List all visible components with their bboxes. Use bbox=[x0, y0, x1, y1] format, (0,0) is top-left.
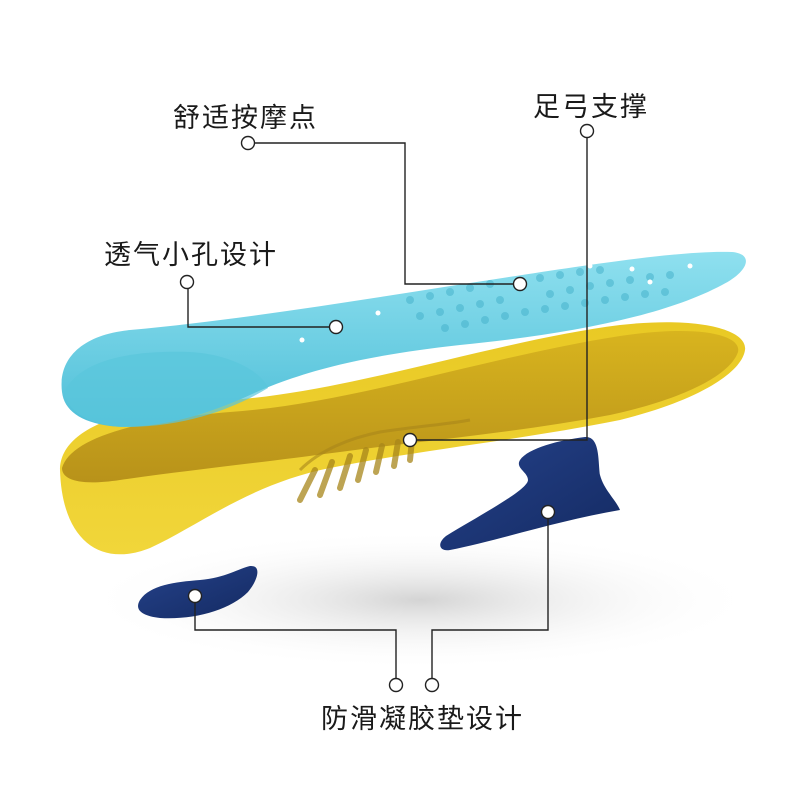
marker-breathable-label bbox=[181, 276, 194, 289]
arch-support-label: 足弓支撑 bbox=[533, 85, 649, 124]
marker-antislip-label-left bbox=[390, 679, 403, 692]
marker-massage-label bbox=[242, 137, 255, 150]
arch-gel-pad bbox=[440, 437, 620, 550]
marker-breathable-target bbox=[330, 321, 343, 334]
marker-massage-target bbox=[514, 278, 527, 291]
massage-points-label: 舒适按摩点 bbox=[173, 96, 318, 135]
marker-heel-pad-target bbox=[189, 590, 202, 603]
anti-slip-pads-label: 防滑凝胶垫设计 bbox=[321, 697, 524, 736]
marker-arch-target bbox=[404, 434, 417, 447]
breathable-holes-label: 透气小孔设计 bbox=[104, 233, 278, 272]
marker-antislip-label-right bbox=[426, 679, 439, 692]
marker-arch-pad-target bbox=[542, 506, 555, 519]
marker-arch-label bbox=[581, 125, 594, 138]
